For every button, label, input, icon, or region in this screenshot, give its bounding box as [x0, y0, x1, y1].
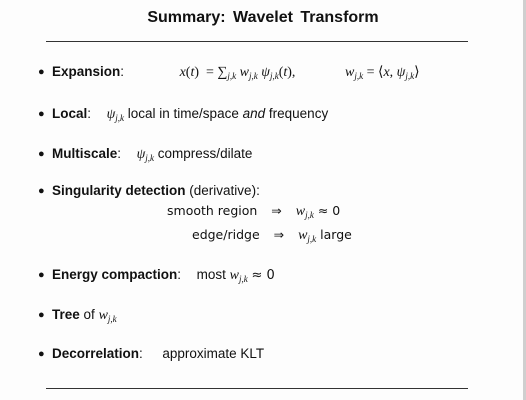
bullet-dot: ● — [38, 66, 45, 78]
bullet-singularity: ● Singularity detection (derivative): — [38, 183, 260, 198]
tree-w: wj,k — [98, 308, 117, 324]
local-colon: : — [87, 106, 92, 121]
smooth-region-line: smooth region ⇒ wj,k ≈ 0 — [167, 203, 340, 220]
energy-prefix: most — [196, 267, 226, 282]
local-italic-word: and — [242, 106, 266, 121]
local-psi: ψj,k — [106, 107, 125, 123]
bullet-dot: ● — [38, 108, 45, 120]
bullet-dot: ● — [38, 309, 45, 321]
energy-colon: : — [177, 267, 182, 282]
top-rule — [46, 41, 468, 42]
bullet-local: ● Local: ψj,k local in time/space and fre… — [38, 106, 328, 123]
expansion-colon: : — [120, 64, 125, 79]
local-text1: local in time/space — [127, 106, 239, 121]
bottom-rule — [46, 388, 468, 389]
expansion-label: Expansion — [52, 64, 121, 79]
edge-w: wj,k — [298, 228, 317, 244]
bullet-dot: ● — [38, 185, 45, 197]
slide-title: Summary: Wavelet Transform — [147, 9, 379, 26]
local-label: Local — [52, 106, 88, 121]
bullet-dot: ● — [38, 348, 45, 360]
expansion-formula: x(t) = ∑j,k wj,k ψj,k(t), — [179, 65, 296, 81]
smooth-approx-zero: ≈ 0 — [317, 203, 341, 218]
decorrelation-colon: : — [139, 346, 143, 361]
decorrelation-label: Decorrelation — [52, 346, 140, 361]
singularity-label: Singularity detection — [52, 183, 186, 198]
decorrelation-text: approximate KLT — [162, 346, 265, 361]
edge-large: large — [320, 227, 352, 242]
energy-approx-zero: ≈ 0 — [251, 268, 275, 283]
page-edge-shadow — [523, 0, 526, 400]
local-text2: frequency — [268, 106, 329, 121]
edge-ridge-text: edge/ridge — [192, 227, 260, 242]
tree-label: Tree — [52, 307, 80, 322]
multiscale-psi: ψj,k — [136, 147, 155, 163]
bullet-tree: ● Tree of wj,k — [38, 307, 117, 324]
energy-label: Energy compaction — [52, 267, 178, 282]
implies-arrow-2: ⇒ — [273, 227, 285, 242]
energy-w: wj,k — [229, 268, 248, 284]
smooth-region-text: smooth region — [167, 203, 258, 218]
multiscale-label: Multiscale — [52, 146, 118, 161]
multiscale-text: compress/dilate — [157, 146, 253, 161]
bullet-energy: ● Energy compaction: most wj,k ≈ 0 — [38, 267, 275, 284]
coefficient-formula: wj,k = ⟨x, ψj,k⟩ — [344, 65, 420, 81]
singularity-paren: (derivative): — [189, 183, 260, 198]
bullet-dot: ● — [38, 269, 45, 281]
bullet-multiscale: ● Multiscale: ψj,k compress/dilate — [38, 146, 252, 163]
bullet-dot: ● — [38, 148, 45, 160]
tree-of: of — [83, 307, 95, 322]
smooth-w: wj,k — [295, 204, 314, 220]
implies-arrow-1: ⇒ — [271, 203, 282, 218]
bullet-expansion: ● Expansion: x(t) = ∑j,k wj,k ψj,k(t), wj… — [38, 64, 420, 81]
bullet-decorrelation: ● Decorrelation: approximate KLT — [38, 346, 264, 361]
edge-ridge-line: edge/ridge ⇒ wj,k large — [192, 227, 352, 244]
multiscale-colon: : — [117, 146, 122, 161]
